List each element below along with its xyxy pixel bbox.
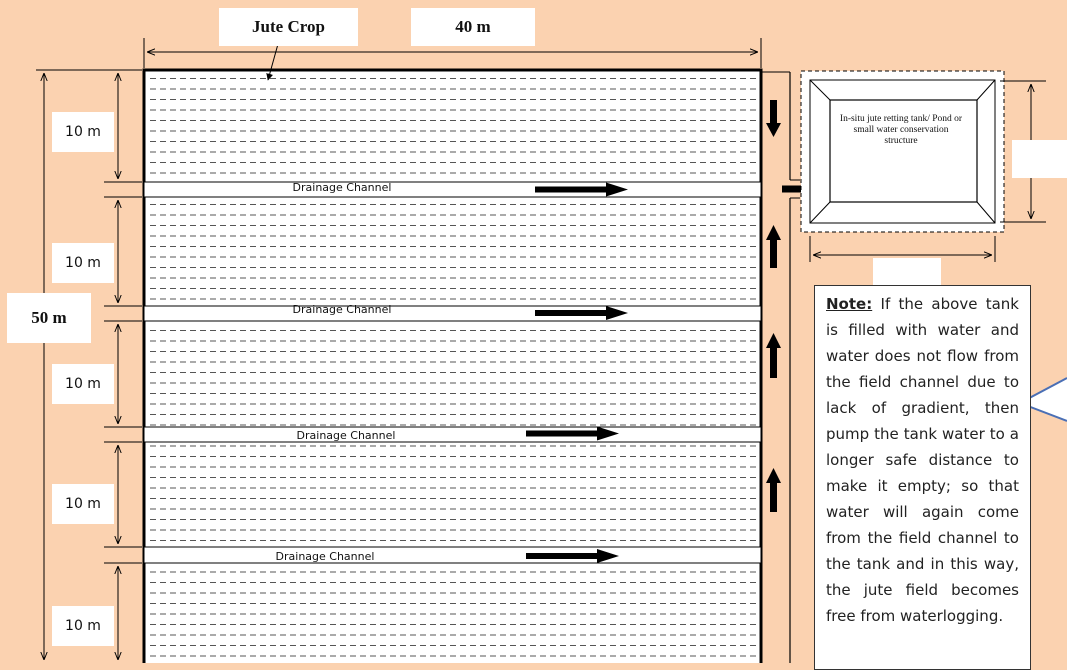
up-arrow-icon bbox=[766, 225, 781, 268]
width-label: 40 m bbox=[411, 8, 535, 46]
right-arrow-icon bbox=[535, 182, 628, 197]
tank-height-label-box bbox=[1012, 140, 1067, 178]
section-label: 10 m bbox=[52, 112, 114, 152]
height-label: 50 m bbox=[7, 293, 91, 343]
section-label: 10 m bbox=[52, 243, 114, 283]
retting-tank bbox=[800, 70, 1005, 233]
section-label: 10 m bbox=[52, 484, 114, 524]
tank-label: In-situ jute retting tank/ Pond or small… bbox=[839, 114, 963, 146]
note-text: If the above tank is filled with water a… bbox=[826, 295, 1019, 625]
drainage-channel-label: Drainage Channel bbox=[292, 303, 392, 316]
note-heading: Note: bbox=[826, 295, 873, 313]
section-dimensions bbox=[104, 73, 142, 660]
up-arrow-icon bbox=[766, 468, 781, 512]
up-arrow-icon bbox=[766, 333, 781, 378]
drainage-channel-label: Drainage Channel bbox=[292, 181, 392, 194]
right-arrow-icon bbox=[526, 549, 619, 563]
channel-flow-arrows bbox=[526, 182, 628, 563]
crop-rows bbox=[147, 73, 758, 663]
section-label: 10 m bbox=[52, 606, 114, 646]
section-label: 10 m bbox=[52, 364, 114, 404]
width-dimension bbox=[143, 38, 762, 81]
right-arrow-icon bbox=[526, 426, 619, 441]
height-dimension bbox=[36, 69, 142, 660]
right-arrow-icon bbox=[535, 306, 628, 320]
note-box: Note: If the above tank is filled with w… bbox=[814, 285, 1031, 670]
down-arrow-icon bbox=[766, 100, 781, 137]
field-channel bbox=[761, 71, 800, 663]
crop-label: Jute Crop bbox=[219, 8, 358, 46]
tank-width-label-box bbox=[873, 258, 941, 286]
drainage-channel-label: Drainage Channel bbox=[275, 550, 375, 563]
drainage-channel-label: Drainage Channel bbox=[296, 429, 396, 442]
